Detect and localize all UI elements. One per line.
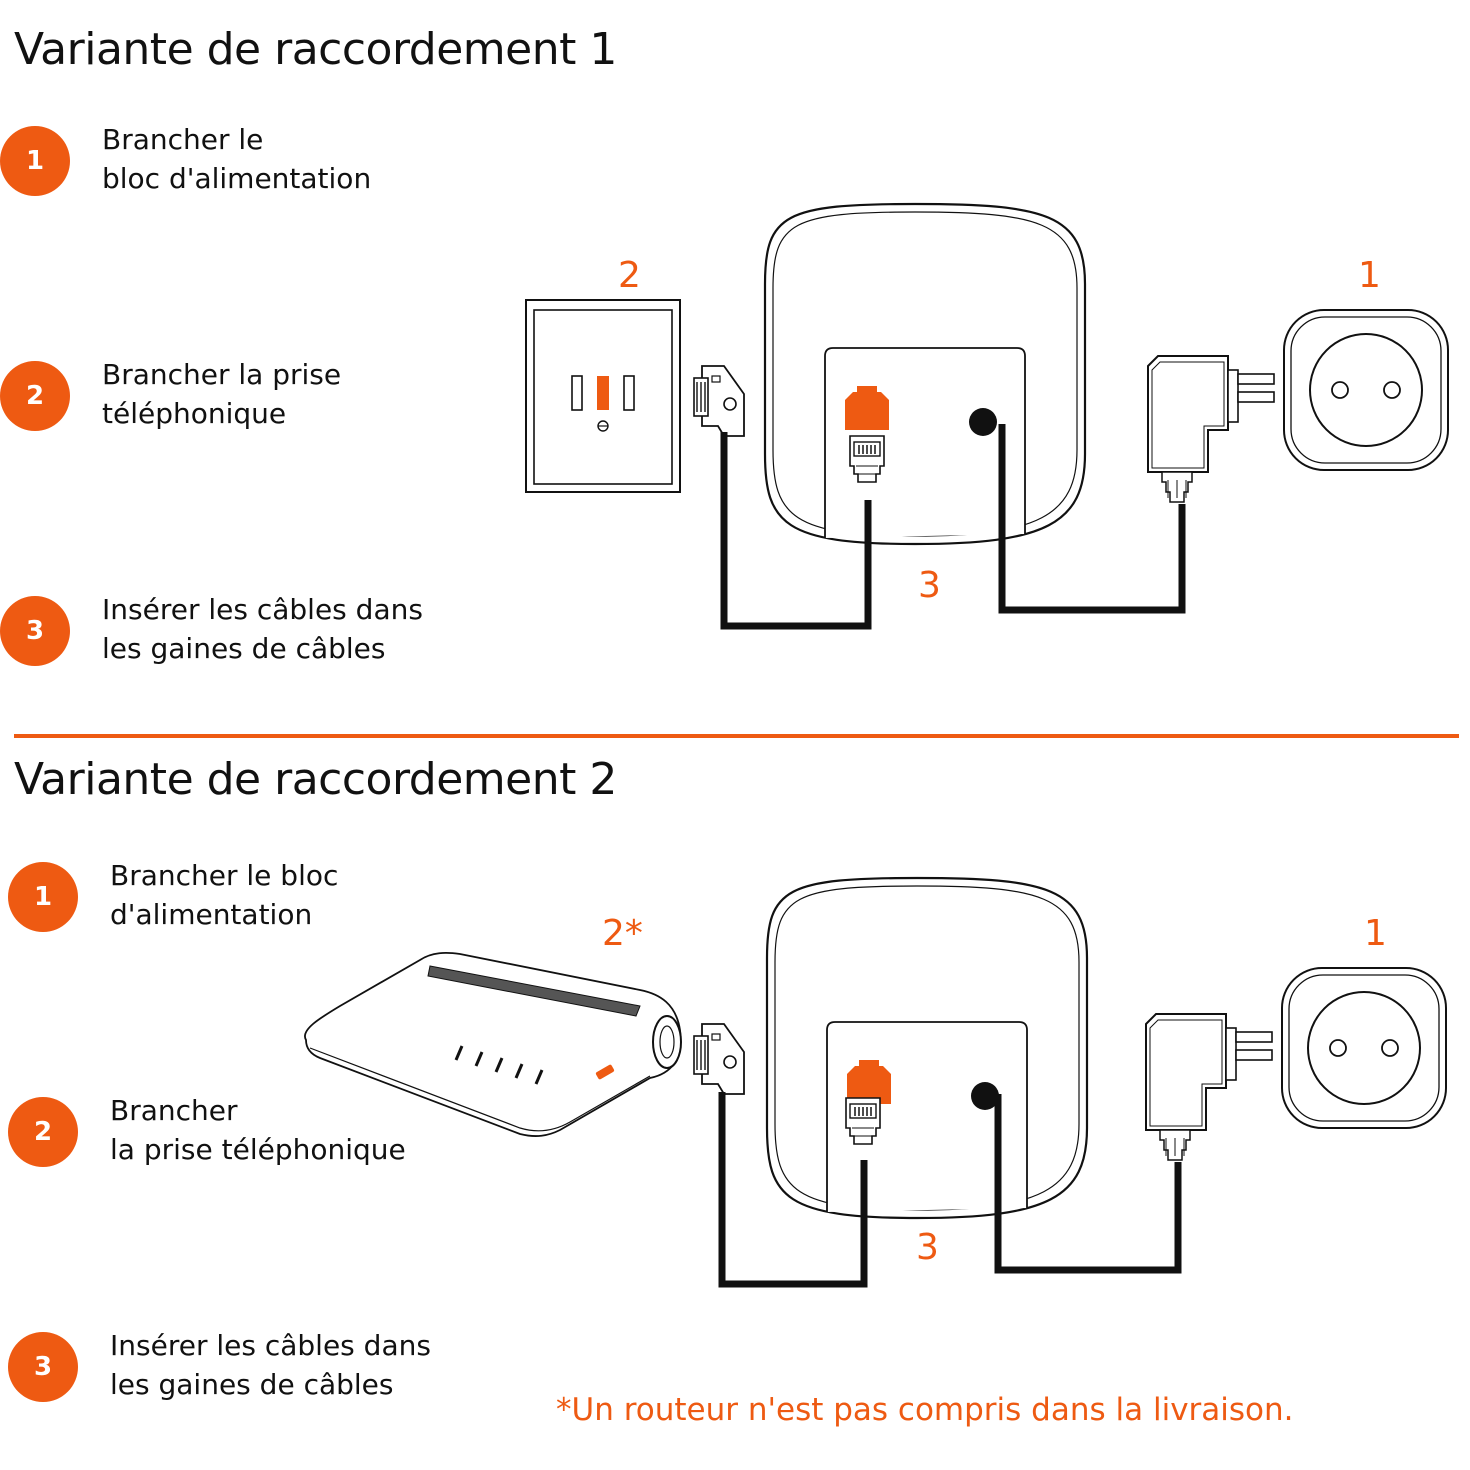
variant2-step3-badge: 3 bbox=[8, 1332, 78, 1402]
variant2-footnote: *Un routeur n'est pas compris dans la li… bbox=[556, 1392, 1294, 1428]
variant1-step3-badge: 3 bbox=[0, 596, 70, 666]
section-divider bbox=[14, 734, 1459, 738]
variant1-step3-text: Insérer les câbles dans les gaines de câ… bbox=[102, 593, 423, 665]
variant1-power-outlet bbox=[1283, 309, 1449, 471]
variant2-callout-cable: 3 bbox=[916, 1227, 939, 1268]
variant1-phone-cable bbox=[720, 432, 872, 630]
variant1-step1-text: Brancher le bloc d'alimentation bbox=[102, 123, 372, 195]
variant2-step1-text: Brancher le bloc d'alimentation bbox=[110, 859, 339, 931]
variant1-callout-power: 1 bbox=[1358, 255, 1381, 296]
variant2-step2-badge: 2 bbox=[8, 1097, 78, 1167]
variant2-step2-text: Brancher la prise téléphonique bbox=[110, 1094, 406, 1166]
variant2-power-outlet bbox=[1281, 967, 1447, 1129]
variant1-power-cable bbox=[998, 424, 1186, 614]
variant2-step1-badge: 1 bbox=[8, 862, 78, 932]
variant2-base-station bbox=[765, 876, 1089, 1220]
variant2-power-adapter bbox=[1145, 1013, 1273, 1161]
variant2-callout-power: 1 bbox=[1364, 913, 1387, 954]
variant1-step1-badge: 1 bbox=[0, 126, 70, 196]
variant1-step2-text: Brancher la prise téléphonique bbox=[102, 358, 342, 430]
variant1-title: Variante de raccordement 1 bbox=[14, 24, 617, 75]
variant1-step2-badge: 2 bbox=[0, 361, 70, 431]
variant2-step3-text: Insérer les câbles dans les gaines de câ… bbox=[110, 1329, 431, 1401]
variant2-phone-cable bbox=[718, 1092, 868, 1288]
variant2-callout-router: 2* bbox=[602, 913, 643, 954]
variant1-callout-cable: 3 bbox=[918, 565, 941, 606]
variant1-power-adapter bbox=[1147, 355, 1275, 503]
variant1-base-station bbox=[763, 202, 1087, 546]
variant1-tae-plug bbox=[693, 365, 745, 437]
variant2-title: Variante de raccordement 2 bbox=[14, 754, 617, 805]
variant2-power-cable bbox=[994, 1094, 1182, 1274]
variant2-tae-plug bbox=[693, 1023, 745, 1095]
variant1-callout-wall-socket: 2 bbox=[618, 255, 641, 296]
variant2-router bbox=[304, 952, 682, 1137]
variant1-phone-wall-socket bbox=[525, 299, 681, 493]
